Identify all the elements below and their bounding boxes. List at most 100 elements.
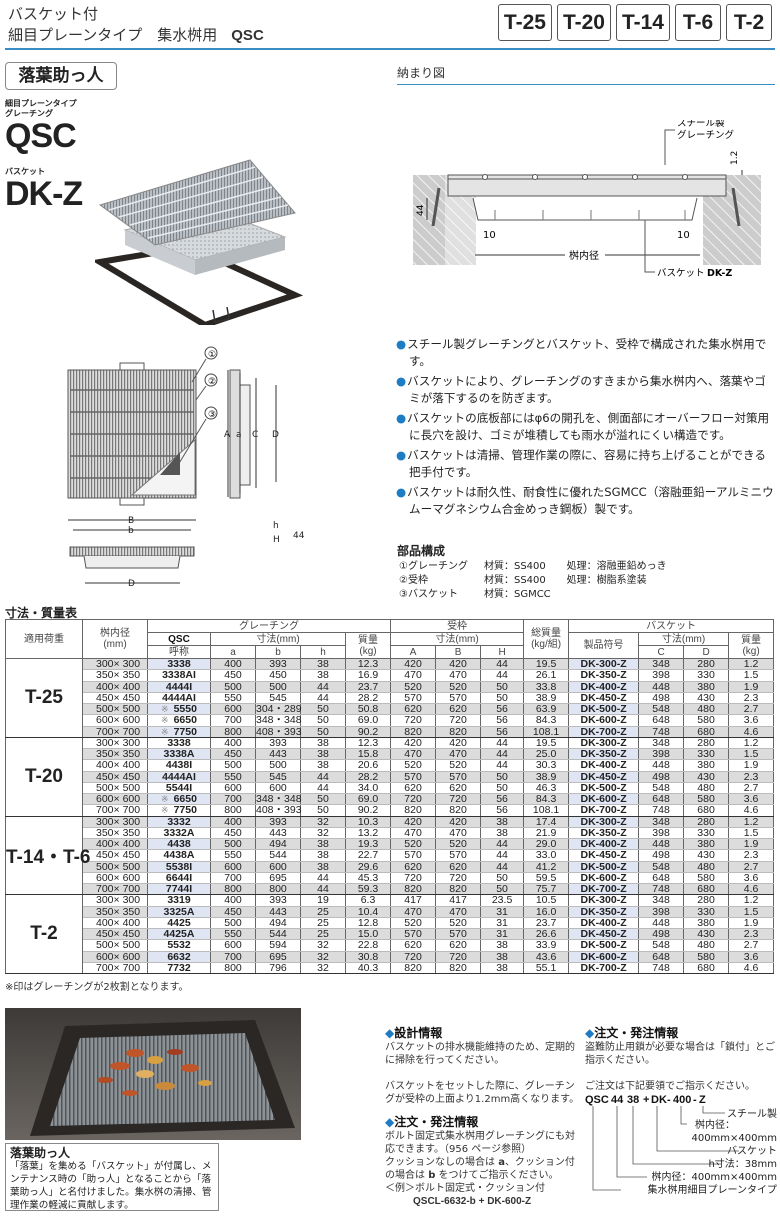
qsc-code-cell: 6632 (147, 951, 211, 963)
code-h: 38 (627, 1094, 639, 1106)
total-mass-cell: 59.5 (523, 872, 570, 885)
D-cell: 680 (683, 962, 730, 975)
th-A: A (390, 645, 437, 659)
A-cell: 570 (390, 928, 437, 941)
code-series: QSC (585, 1094, 609, 1106)
C-cell: 648 (638, 793, 685, 806)
C-cell: 548 (638, 782, 685, 795)
product-name-qsc: QSC (5, 117, 77, 155)
code-basket-size: 400 (673, 1094, 691, 1106)
feature-item: スチール製グレーチングとバスケット、受枠で構成された集水桝用です。 (396, 336, 776, 370)
B-cell: 520 (435, 838, 482, 851)
spec-table: 適用荷重 桝内径(mm) グレーチング 受枠 総質量(kg/組) バスケット Q… (5, 619, 775, 975)
h-cell: 38 (300, 838, 346, 851)
A-cell: 570 (390, 692, 437, 705)
A-cell: 520 (390, 917, 437, 930)
product-code-cell: DK-400-Z (568, 681, 640, 693)
header-code: QSC (231, 27, 264, 44)
part-name: ②受枠 (399, 575, 428, 586)
product-code-cell: DK-450-Z (568, 692, 640, 705)
basket-section (472, 197, 698, 221)
legend-basket: バスケット (727, 1145, 777, 1157)
H-cell: 44 (480, 838, 525, 851)
design-info-title: 設計情報 (385, 1025, 580, 1041)
qsc-code: 4444AI (162, 770, 196, 783)
grating-mass-cell: 40.3 (344, 962, 392, 975)
qsc-code-cell: 6644I (147, 872, 211, 885)
order-example-label: ＜例＞ボルト固定式・クッション付 (385, 1183, 545, 1194)
A-cell: 720 (390, 793, 437, 806)
spec-table-header: 適用荷重 桝内径(mm) グレーチング 受枠 総質量(kg/組) バスケット Q… (5, 619, 775, 659)
inner-size-cell: 500× 500 (82, 703, 148, 716)
grating-label-2: グレーチング (677, 129, 735, 141)
h-cell: 32 (300, 962, 346, 975)
split-mark: ※ (161, 726, 169, 737)
A-cell: 620 (390, 703, 437, 716)
b-cell: 393 (255, 894, 301, 907)
B-cell: 820 (435, 726, 482, 738)
qsc-code: 7732 (167, 961, 191, 974)
H-cell: 50 (480, 771, 525, 783)
a-cell: 600 (210, 861, 256, 873)
qsc-code: 4444AI (162, 691, 196, 704)
B-cell: 620 (435, 861, 482, 873)
C-cell: 748 (638, 883, 685, 896)
qsc-code-cell: 3319 (147, 894, 211, 907)
C-cell: 498 (638, 849, 685, 862)
D-cell: 580 (683, 714, 730, 727)
b-cell: 544 (255, 928, 301, 941)
b-cell: 796 (255, 962, 301, 975)
dim-a: a (236, 430, 242, 440)
grating-mass-cell: 69.0 (344, 714, 392, 727)
basket-label: バスケット (657, 268, 705, 279)
H-cell: 44 (480, 737, 525, 750)
product-sub2: グレーチング (5, 109, 53, 118)
qsc-code: 7750 (173, 804, 197, 817)
h-cell: 32 (300, 827, 346, 840)
A-cell: 420 (390, 816, 437, 828)
C-cell: 548 (638, 703, 685, 716)
total-mass-cell: 33.9 (523, 939, 570, 952)
D-cell: 280 (683, 816, 730, 828)
code-material: Z (699, 1094, 706, 1106)
basket-mass-cell: 1.2 (728, 894, 775, 907)
product-code-cell: DK-350-Z (568, 827, 640, 840)
b-cell: 348・348 (255, 714, 302, 727)
design-info-p1: バスケットの排水機能維持のため、定期的に掃除を行ってください。 (385, 1042, 575, 1066)
inner-size-cell: 450× 450 (82, 771, 148, 783)
product-sub3: バスケット (5, 167, 45, 176)
inner-size-cell: 350× 350 (82, 748, 148, 761)
inner-size-cell: 600× 600 (82, 872, 148, 885)
H-cell: 50 (480, 681, 525, 693)
product-code-cell: DK-450-Z (568, 849, 640, 862)
order-example-code: QSCL-6632-b + DK-600-Z (413, 1196, 532, 1207)
b-cell: 544 (255, 849, 301, 862)
split-mark: ※ (161, 805, 169, 816)
product-code-cell: DK-450-Z (568, 928, 640, 941)
a-cell: 550 (210, 849, 256, 862)
basket-mass-cell: 1.5 (728, 669, 775, 682)
inner-size-cell: 400× 400 (82, 681, 148, 693)
dim-44-side: 44 (293, 531, 305, 541)
qsc-code: 3338A (163, 748, 195, 761)
B-cell: 820 (435, 883, 482, 896)
load-class-cell: T-25 (5, 658, 83, 738)
B-cell: 520 (435, 917, 482, 930)
qsc-code-cell: 3338 (147, 658, 211, 671)
dim-h: h (273, 521, 279, 531)
D-cell: 680 (683, 883, 730, 896)
product-code-cell: DK-300-Z (568, 894, 640, 907)
qsc-code: 3338 (167, 658, 191, 671)
part-name: ③バスケット (399, 589, 458, 600)
grating-mass-cell: 30.8 (344, 951, 392, 963)
B-cell: 570 (435, 928, 482, 941)
feature-item: バスケットにより、グレーチングのすきまから集水桝内へ、落葉やゴミが落下するのを防… (396, 373, 776, 407)
dim-10-left: 10 (483, 230, 496, 241)
